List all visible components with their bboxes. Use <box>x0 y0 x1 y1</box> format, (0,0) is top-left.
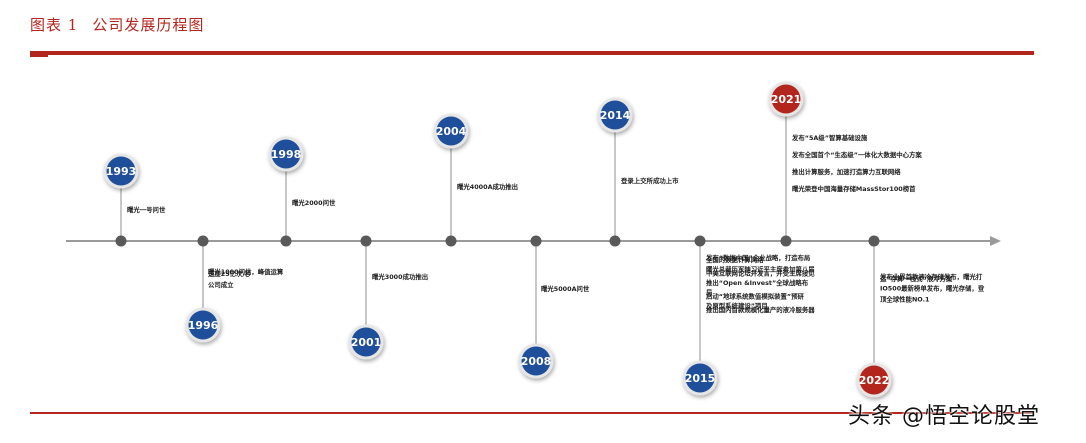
year-badge <box>521 346 551 376</box>
axis-dot <box>780 235 792 247</box>
year-label: 2004 <box>436 125 467 138</box>
year-badge <box>600 100 630 130</box>
event-description-line: 曙光3000成功推出 <box>372 272 428 281</box>
timeline-event-2021: 2021 发布“5A级”智算基础设施发布全国首个“生态级”一体化大数据中心方案推出… <box>768 81 922 247</box>
event-description-line: IO500最新榜单发布，曙光存储，登 <box>880 284 985 293</box>
event-description-line: 推出“Open &Invest”全球战略布 <box>706 278 809 287</box>
event-description-line: 中美互联网论坛并发言，并受主席接见 <box>706 269 815 278</box>
year-badge <box>106 156 136 186</box>
figure-label: 图表 1 <box>30 16 79 34</box>
event-description-line: 推出计算服务，加速打造算力互联网络 <box>792 167 901 176</box>
event-description-line: 局 <box>706 288 712 297</box>
year-label: 2015 <box>685 372 716 385</box>
year-badge <box>188 310 218 340</box>
year-label: 1998 <box>271 148 302 161</box>
timeline-event-2014: 2014 登录上交所成功上市 <box>597 97 679 247</box>
timeline-event-1998: 1998 曙光2000问世 <box>268 136 336 247</box>
axis-dot <box>115 235 127 247</box>
event-description-line: 顶全球性能NO.1 <box>880 295 929 304</box>
event-description-line: 全国的数据计算网络 <box>705 255 764 264</box>
axis-dot <box>197 235 209 247</box>
year-badge <box>771 84 801 114</box>
year-badge <box>271 139 301 169</box>
bottom-rule <box>30 412 1034 414</box>
event-description-line: 曙光1000问世，峰值运算 <box>208 267 284 276</box>
watermark: 头条 @悟空论股堂 <box>848 404 1040 429</box>
event-description-line: 发布全国首个“生态级”一体化大数据中心方案 <box>791 150 922 159</box>
event-description-line: 曙光总裁历军随习近平主席参加第八届 <box>706 265 815 274</box>
event-description-line: 曙光荣登中国海量存储MassStor100榜首 <box>792 184 916 193</box>
year-badge <box>859 365 889 395</box>
year-label: 2001 <box>351 336 382 349</box>
year-badge <box>351 327 381 357</box>
year-label: 2014 <box>600 109 631 122</box>
year-label: 2021 <box>771 93 802 106</box>
axis-dot <box>868 235 880 247</box>
event-description-line: 发布业界首款液冷存储发布，曙光打 <box>879 272 983 281</box>
top-rule <box>30 51 1034 57</box>
year-label: 1993 <box>106 165 137 178</box>
event-description-line: 推出国内首款规模化量产的液冷服务器 <box>706 305 815 314</box>
timeline-event-2015: 2015 发布“数据中国”企业战略，打造布局全国的数据计算网络曙光总裁历军随习近平… <box>682 235 815 396</box>
timeline-events: 1993曙光一号问世1996曙光1000问世，峰值运算速度25亿次/秒公司成立1… <box>103 81 985 398</box>
axis-dot <box>609 235 621 247</box>
axis-dot <box>445 235 457 247</box>
figure-title: 公司发展历程图 <box>92 16 205 34</box>
axis-dot <box>280 235 292 247</box>
event-description-line: 及原型系统建设”项目 <box>706 301 768 310</box>
timeline-event-1993: 1993 曙光一号问世 <box>103 153 166 247</box>
event-description-line: 登录上交所成功上市 <box>620 176 679 185</box>
event-description-line: 速度25亿次/秒 <box>208 269 252 278</box>
year-label: 1996 <box>188 319 219 332</box>
timeline-event-2022: 2022 发布业界首款液冷存储发布，曙光打造“存算一栈式”液冷方案IO500最新榜… <box>856 235 985 398</box>
year-label: 2022 <box>859 374 890 387</box>
axis-dot <box>694 235 706 247</box>
event-description-line: 公司成立 <box>208 280 234 289</box>
timeline-arrow-icon <box>990 236 1001 246</box>
event-description-line: 曙光2000问世 <box>292 198 336 207</box>
event-description-line: 造“存算一栈式”液冷方案 <box>880 274 953 283</box>
timeline-event-2004: 2004 曙光4000A成功推出 <box>433 113 518 247</box>
event-description-line: 发布“5A级”智算基础设施 <box>791 133 868 142</box>
axis-dot <box>530 235 542 247</box>
event-description-line: 启动“地球系统数值模拟装置”预研 <box>706 292 804 301</box>
axis-dot <box>360 235 372 247</box>
event-description-line: 曙光5000A问世 <box>541 284 590 293</box>
timeline-event-2008: 2008 曙光5000A问世 <box>518 235 590 379</box>
year-label: 2008 <box>521 355 552 368</box>
year-badge <box>436 116 466 146</box>
event-description-line: 曙光一号问世 <box>127 205 166 214</box>
event-description-line: 曙光4000A成功推出 <box>457 182 518 191</box>
page-header: 图表 1 公司发展历程图 <box>30 14 204 35</box>
timeline-event-2001: 2001 曙光3000成功推出 <box>348 235 428 360</box>
event-description-line: 发布“数据中国”企业战略，打造布局 <box>705 253 810 262</box>
year-badge <box>685 363 715 393</box>
